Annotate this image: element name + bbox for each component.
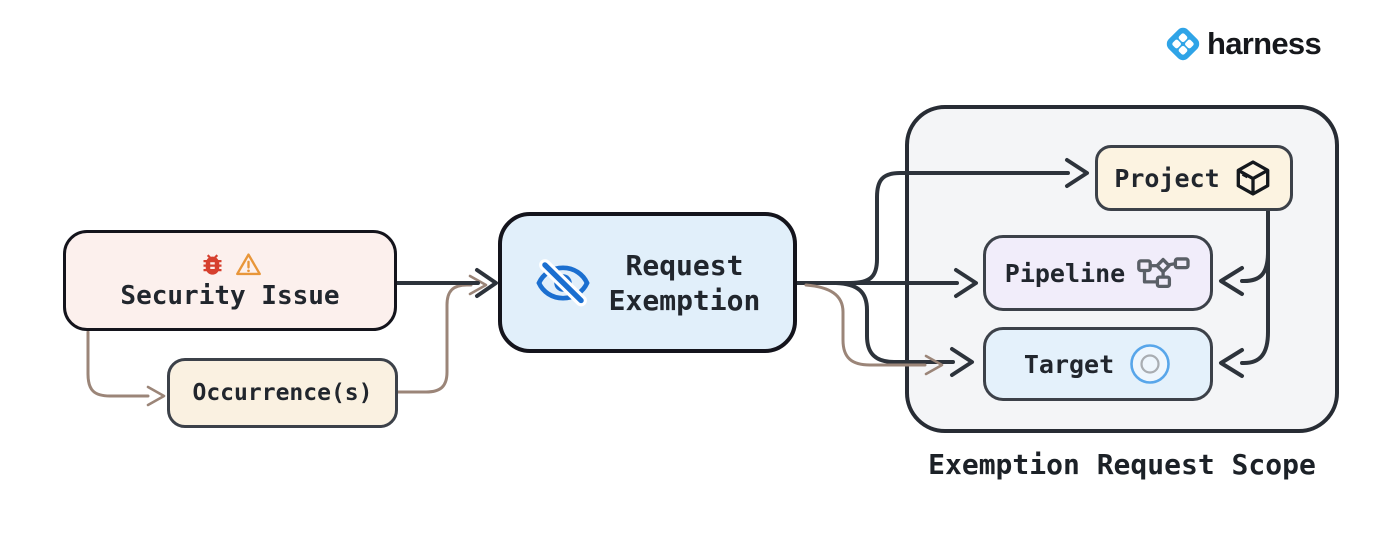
harness-logo: harness <box>1163 24 1322 64</box>
warning-icon <box>235 252 261 275</box>
exemption-scope-label: Exemption Request Scope <box>928 448 1316 481</box>
request-exemption-label: Request Exemption <box>609 248 761 318</box>
node-occurrence: Occurrence(s) <box>167 358 398 428</box>
pipeline-graph-icon <box>1137 256 1190 288</box>
pipeline-label: Pipeline <box>1004 258 1126 288</box>
security-issue-label: Security Issue <box>120 280 340 311</box>
package-cube-icon <box>1236 160 1270 196</box>
node-pipeline: Pipeline <box>983 235 1213 311</box>
harness-wordmark: harness <box>1207 26 1322 61</box>
request-exemption-label-line1: Request <box>625 248 744 282</box>
security-issue-icons <box>199 251 262 278</box>
node-project: Project <box>1095 145 1293 211</box>
bug-icon <box>203 253 221 275</box>
harness-logo-icon <box>1166 27 1200 61</box>
node-request-exemption: Request Exemption <box>498 212 797 353</box>
request-exemption-label-line2: Exemption <box>608 283 761 317</box>
node-target: Target <box>983 327 1213 401</box>
target-circles-icon <box>1130 344 1170 384</box>
eye-off-icon <box>536 258 590 306</box>
target-label: Target <box>1023 349 1115 379</box>
node-security-issue: Security Issue <box>63 230 397 331</box>
project-label: Project <box>1114 163 1220 193</box>
occurrence-label: Occurrence(s) <box>192 380 373 406</box>
